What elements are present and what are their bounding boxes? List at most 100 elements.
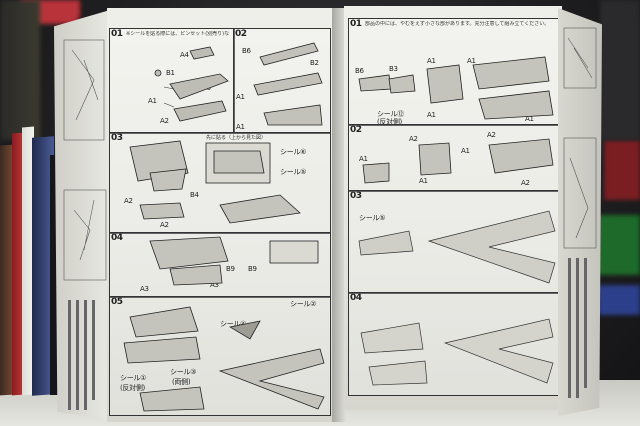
part-drawing	[426, 64, 464, 104]
left-step-03: 03 先に貼る（上から見た図） シール⑥ シール⑤ B4 A2 A2	[109, 132, 331, 234]
part-label: B2	[310, 59, 319, 67]
step-number: 01	[111, 29, 123, 39]
left-flap-sketch-2	[73, 199, 95, 261]
decal-note: (両側)	[172, 378, 191, 386]
right-flap-sketch	[569, 157, 589, 239]
part-small-drawing	[154, 69, 162, 77]
part-label: A1	[148, 97, 157, 105]
part-label: A1	[359, 155, 368, 163]
aircraft-side-drawing	[123, 336, 201, 364]
left-flap-box-1	[63, 39, 105, 141]
part-drawing	[259, 42, 319, 66]
aircraft-drawing	[472, 56, 550, 90]
step-note: ※シールを貼る際には、ピンセット(別売り)などを使用すると便利です。	[126, 31, 230, 37]
right-step-03: 03 シール⑤	[348, 190, 560, 294]
right-step-02: 02 A1 A2 A1 A2 A1 A2	[348, 124, 560, 192]
left-instruction-sheet: 01 ※シールを貼る際には、ピンセット(別売り)などを使用すると便利です。 A4…	[107, 8, 334, 422]
part-label: B6	[242, 47, 251, 55]
background-green-object	[596, 215, 640, 275]
right-step-02-diagram	[362, 138, 554, 184]
right-step-04-diagram	[360, 318, 554, 386]
book-spine	[50, 155, 60, 395]
book-stack	[0, 125, 64, 396]
assembly-arrow	[163, 86, 175, 108]
right-flap-text-column	[576, 258, 579, 398]
part-label: A1	[427, 57, 436, 65]
part-label: A2	[160, 221, 169, 229]
aircraft-side-drawing	[368, 360, 428, 386]
right-flap-text-column	[568, 258, 571, 398]
background-blue-object	[598, 285, 640, 315]
right-instruction-sheet: 01 部品の中には、やむをえず小さな部があります。充分注意して組み立てください。…	[344, 6, 562, 410]
background-dark-clutter	[0, 0, 40, 140]
aircraft-top-drawing	[218, 348, 325, 410]
part-label: B6	[355, 67, 364, 75]
part-label: A4	[180, 51, 189, 59]
decal-label: シール⑤	[280, 168, 307, 176]
part-drawing	[139, 202, 185, 220]
decal-label: シール②	[290, 300, 317, 308]
left-flap-text-column	[68, 300, 71, 410]
left-flap-text-column	[84, 300, 87, 410]
part-label: B3	[389, 65, 398, 73]
part-drawing	[213, 150, 265, 174]
part-label: A3	[140, 285, 149, 293]
step-number: 02	[350, 125, 362, 135]
right-flap-drawings	[563, 27, 597, 398]
aircraft-top-drawing	[427, 210, 556, 284]
right-step-01: 01 部品の中には、やむをえず小さな部があります。充分注意して組み立てください。…	[348, 18, 560, 126]
left-flap-sketch-1	[71, 49, 99, 121]
left-flap-box-2	[63, 189, 107, 281]
right-flap-box	[563, 137, 597, 249]
part-label: A1	[525, 115, 534, 123]
part-label: A1	[461, 147, 470, 155]
right-step-04: 04	[348, 292, 560, 396]
decal-shape	[228, 320, 261, 340]
step-number: 02	[235, 29, 247, 39]
background-red-right-object	[604, 140, 640, 200]
part-label: B1	[166, 69, 175, 77]
right-step-01-diagram	[358, 56, 554, 120]
step-number: 05	[111, 297, 123, 307]
part-drawing	[149, 168, 187, 192]
step-note: 部品の中には、やむをえず小さな部があります。充分注意して組み立てください。	[365, 21, 550, 27]
part-drawing	[418, 142, 452, 176]
part-drawing	[169, 264, 223, 286]
part-body-drawing	[173, 100, 227, 122]
aircraft-drawing	[478, 90, 554, 120]
part-drawing	[358, 74, 392, 92]
right-flap-box	[563, 27, 597, 89]
left-flap-text-column	[76, 300, 79, 410]
part-label: A3	[210, 281, 219, 289]
aircraft-side-drawing	[360, 322, 424, 354]
step-number: 03	[350, 191, 362, 201]
decal-label: シール③	[170, 368, 197, 376]
part-label: A1	[419, 177, 428, 185]
step-number: 04	[350, 293, 362, 303]
part-label: A2	[124, 197, 133, 205]
part-label: A2	[160, 117, 169, 125]
right-box-side-flap	[558, 8, 602, 416]
step-number: 01	[350, 19, 362, 29]
left-flap-text-column	[92, 300, 95, 400]
right-step-03-diagram	[358, 210, 556, 284]
step-04-diagram	[149, 236, 319, 286]
aircraft-side-drawing	[358, 230, 414, 256]
part-wing-drawing	[169, 73, 229, 100]
aircraft-side-drawing	[139, 386, 205, 412]
part-drawing	[388, 74, 416, 94]
aircraft-top-drawing	[443, 318, 554, 384]
callout-box	[269, 240, 319, 264]
part-drawing	[149, 236, 229, 270]
left-step-01: 01 ※シールを貼る際には、ピンセット(別売り)などを使用すると便利です。 A4…	[109, 28, 235, 134]
part-label: B9	[226, 265, 235, 273]
part-drawing	[253, 72, 323, 96]
decal-label: シール①	[120, 374, 147, 382]
part-small-drawing	[189, 46, 215, 60]
part-label: A1	[467, 57, 476, 65]
step-note: 先に貼る（上から見た図）	[206, 135, 267, 141]
decal-label: シール⑥	[280, 148, 307, 156]
aircraft-drawing	[488, 138, 554, 174]
decal-label: シール⑤	[359, 214, 386, 222]
